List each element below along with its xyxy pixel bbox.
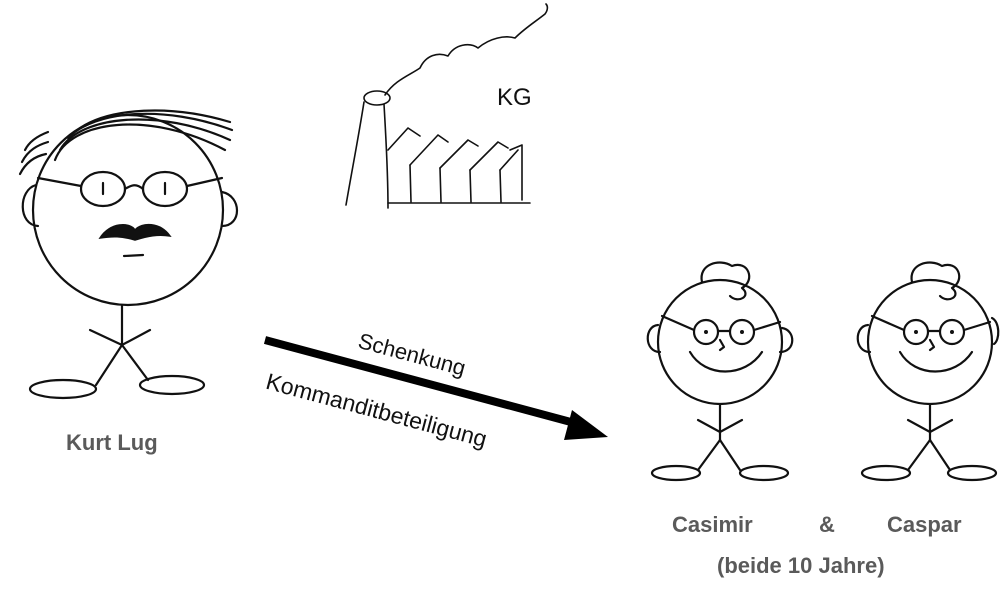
- casimir-right-ear: [778, 326, 794, 354]
- factory-drawing: [345, 3, 549, 209]
- casimir-body: [650, 402, 790, 482]
- kurt-mouth: [122, 253, 145, 258]
- kurt-glasses: [36, 170, 224, 208]
- caspar-body: [860, 402, 998, 482]
- casimir-smile: [688, 350, 764, 373]
- parent-name: Kurt Lug: [66, 430, 158, 455]
- chimney-top: [363, 90, 391, 106]
- child1-name: Casimir: [672, 512, 753, 537]
- chimney-left: [345, 101, 365, 206]
- kurt-body: [28, 303, 206, 400]
- casimir-left-ear: [646, 323, 662, 354]
- casimir-nose: [718, 338, 726, 352]
- arrow-shaft: [263, 336, 584, 429]
- children-note: (beide 10 Jahre): [717, 553, 885, 578]
- caspar-hair-curl: [910, 261, 961, 301]
- factory-roof: [387, 127, 523, 201]
- casimir-glasses: [660, 314, 782, 346]
- kurt-left-ear: [21, 183, 40, 228]
- connector-ampersand: &: [819, 512, 835, 537]
- kurt-lug-figure: [18, 109, 238, 400]
- casimir-figure: [646, 261, 794, 482]
- caspar-right-ear: [990, 316, 1000, 346]
- kurt-hair: [18, 109, 234, 176]
- smoke: [384, 3, 549, 96]
- kurt-head: [31, 113, 225, 307]
- caspar-nose: [928, 338, 936, 352]
- caspar-glasses: [870, 314, 992, 346]
- kurt-right-ear: [220, 190, 238, 228]
- caspar-figure: [856, 261, 1000, 482]
- transfer-arrow[interactable]: [263, 336, 608, 440]
- caspar-left-ear: [856, 323, 872, 354]
- factory-walls: [387, 164, 531, 204]
- casimir-hair-curl: [700, 261, 751, 301]
- factory-label: KG: [497, 84, 532, 111]
- caspar-smile: [898, 350, 974, 373]
- chimney-right: [383, 103, 389, 209]
- arrow-head: [564, 410, 608, 440]
- child2-name: Caspar: [887, 512, 962, 537]
- kurt-mustache: [98, 223, 172, 241]
